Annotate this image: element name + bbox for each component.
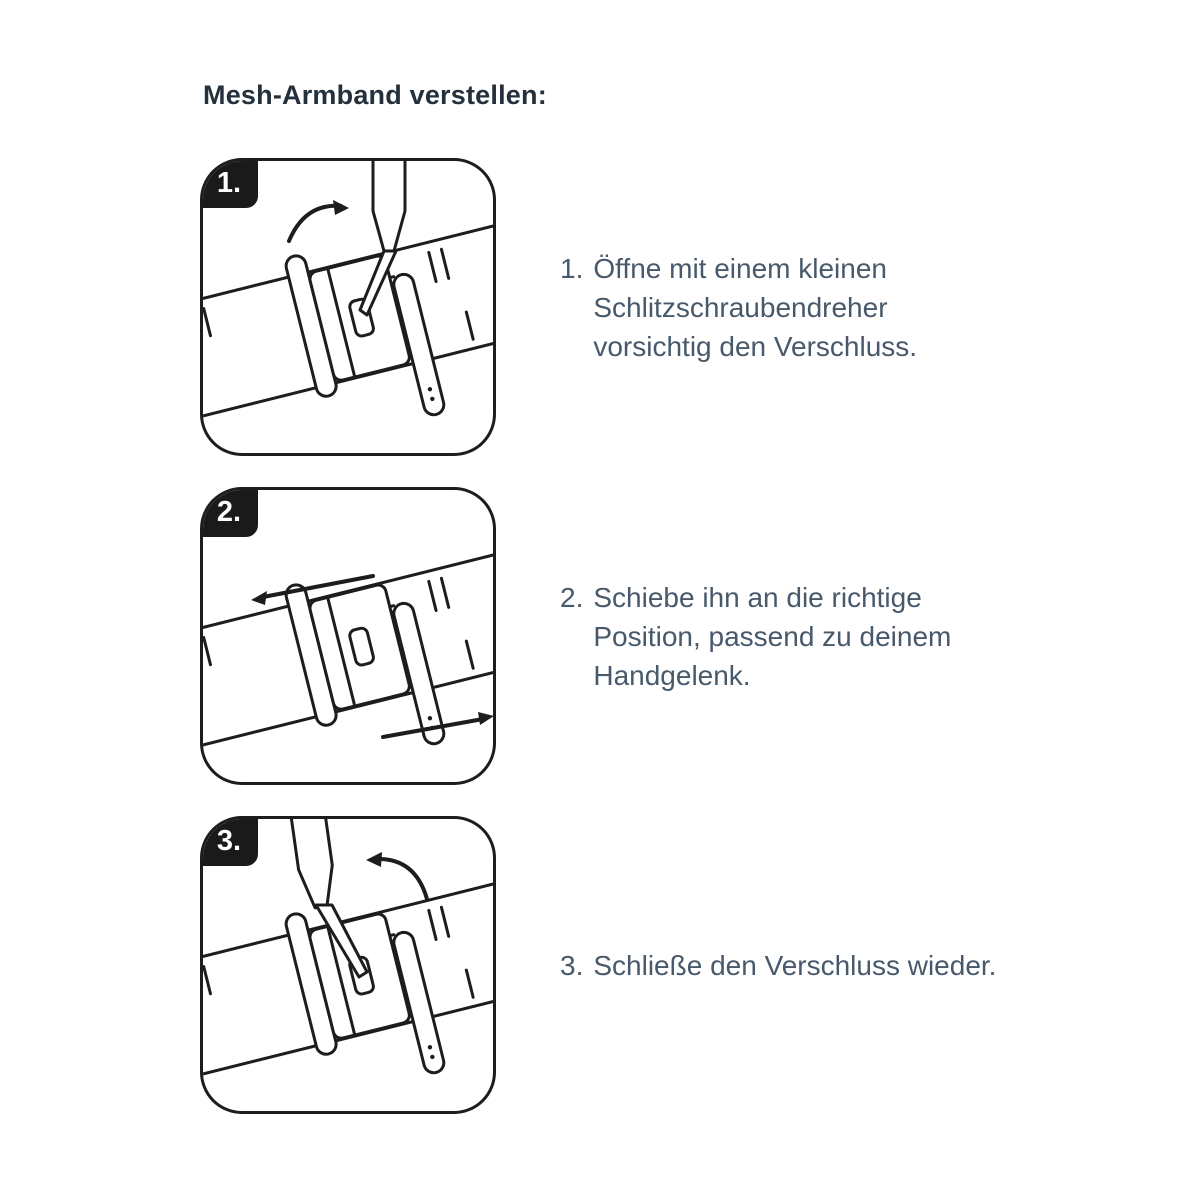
watch-band-slide-clasp-illustration	[203, 525, 493, 782]
step-1-illustration: 1.	[200, 158, 496, 456]
arrow-left-icon	[251, 574, 375, 605]
screwdriver-icon	[288, 819, 369, 979]
step-1-number: 1.	[560, 252, 584, 284]
step-3-description: Schließe den Verschluss wieder.	[593, 949, 997, 981]
watch-band-open-clasp-illustration	[203, 161, 493, 453]
step-3-illustration: 3.	[200, 816, 496, 1114]
step-1-text: 1. Öffne mit einem kleinen Schlitzschrau…	[560, 249, 917, 366]
step-3-badge: 3.	[203, 819, 258, 866]
step-1-badge: 1.	[203, 161, 258, 208]
curved-arrow-left-icon	[366, 852, 429, 901]
step-3-number: 3.	[560, 949, 584, 981]
step-row-3: 3. 3. Schließe de	[200, 816, 996, 1114]
step-2-text: 2. Schiebe ihn an die richtige Position,…	[560, 578, 951, 695]
watch-band-icon	[203, 854, 493, 1111]
step-2-number: 2.	[560, 581, 584, 613]
step-2-description: Schiebe ihn an die richtige Position, pa…	[593, 581, 952, 691]
step-1-description: Öffne mit einem kleinen Schlitzschrauben…	[593, 252, 918, 362]
step-row-1: 1. 1. Öffne mit einem kleinen Schlitzsch…	[200, 158, 996, 456]
watch-band-icon	[203, 525, 493, 782]
steps-list: 1. 1. Öffne mit einem kleinen Schlitzsch…	[200, 158, 996, 1114]
arrow-right-icon	[381, 712, 493, 739]
curved-arrow-right-icon	[287, 200, 349, 243]
step-2-illustration: 2.	[200, 487, 496, 785]
screwdriver-icon	[358, 161, 407, 317]
step-row-2: 2. 2. Schiebe ihn an die richtige Positi…	[200, 487, 996, 785]
step-3-text: 3. Schließe den Verschluss wieder.	[560, 946, 996, 985]
step-2-badge: 2.	[203, 490, 258, 537]
page-title: Mesh-Armband verstellen:	[203, 80, 547, 110]
watch-band-icon	[203, 196, 493, 453]
watch-band-close-clasp-illustration	[203, 819, 493, 1111]
